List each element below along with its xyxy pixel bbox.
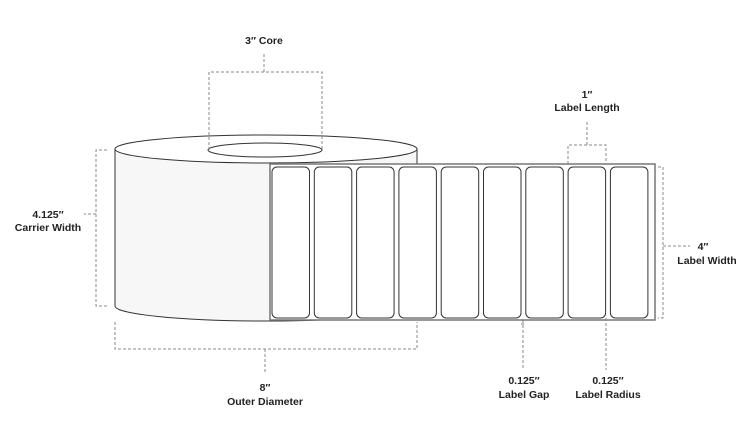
- label-gap-value: 0.125″: [508, 375, 540, 387]
- label: [567, 166, 607, 319]
- label-width-label: Label Width: [677, 255, 737, 267]
- carrier-width-dimension-line: [84, 149, 107, 307]
- label: [440, 166, 480, 319]
- label-width-value: 4″: [697, 241, 709, 253]
- label: [271, 166, 310, 319]
- label: [525, 166, 564, 319]
- label-length-label: Label Length: [554, 102, 620, 114]
- label: [356, 166, 395, 319]
- label-gap-dimension-line: [521, 320, 525, 370]
- label: [313, 166, 353, 319]
- carrier-width-value: 4.125″: [32, 209, 64, 221]
- label-length-dimension-line: [567, 122, 607, 164]
- label-radius-label: Label Radius: [575, 389, 641, 401]
- outer-diameter-value: 8″: [259, 382, 271, 394]
- label-radius-value: 0.125″: [592, 375, 624, 387]
- labels: [271, 166, 649, 319]
- label-gap-label: Label Gap: [498, 389, 550, 401]
- carrier-width-label: Carrier Width: [14, 222, 82, 234]
- label-length-value: 1″: [581, 89, 593, 101]
- core-hole: [207, 142, 323, 158]
- label: [398, 166, 437, 319]
- core-dimension-text: 3″ Core: [245, 35, 283, 47]
- core-dimension-line: [208, 52, 323, 150]
- outer-diameter-label: Outer Diameter: [227, 396, 303, 408]
- label: [609, 166, 649, 319]
- label-width-dimension-line: [658, 166, 690, 319]
- outer-diameter-dimension-line: [114, 322, 418, 372]
- label: [483, 166, 522, 319]
